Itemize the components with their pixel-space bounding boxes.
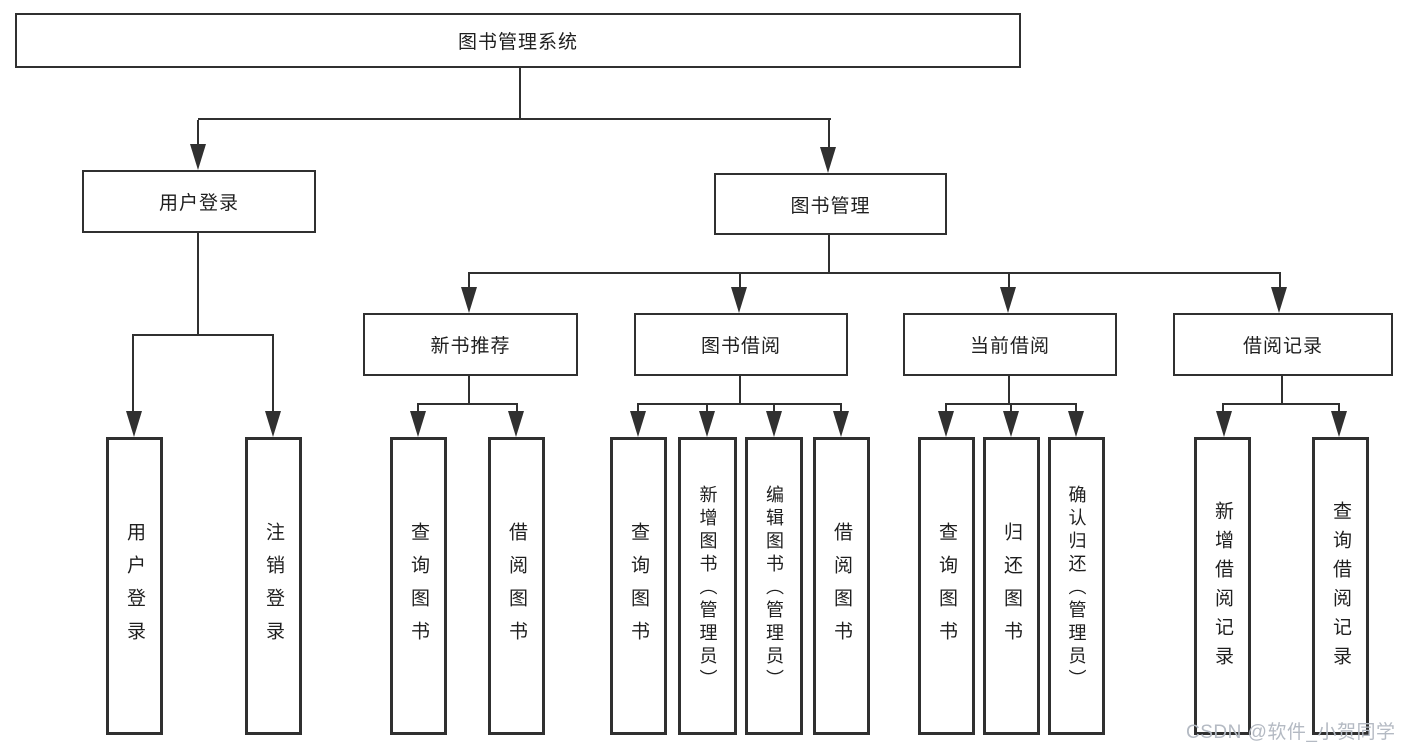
connector-line: [516, 405, 518, 414]
connector-line: [519, 68, 521, 119]
connector-arrow: [1000, 287, 1016, 313]
connector-arrow: [190, 144, 206, 170]
node-label: 新书推荐: [430, 336, 511, 357]
leaf-query-books-recommend: 查询图书: [390, 437, 447, 735]
connector-arrow: [265, 411, 281, 437]
node-book-borrow: 图书借阅: [634, 313, 848, 376]
connector-arrow: [731, 287, 747, 313]
connector-line: [198, 118, 831, 120]
connector-arrow: [833, 411, 849, 437]
node-user-login: 用户登录: [82, 170, 316, 233]
connector-arrow: [410, 411, 426, 437]
leaf-add-borrow-record: 新增借阅记录: [1194, 437, 1251, 735]
leaf-label: 查询借阅记录: [1330, 501, 1351, 675]
leaf-query-books-current: 查询图书: [918, 437, 975, 735]
connector-arrow: [1271, 287, 1287, 313]
connector-line: [945, 405, 947, 414]
connector-arrow: [1331, 411, 1347, 437]
connector-line: [1008, 274, 1010, 290]
connector-line: [739, 274, 741, 290]
leaf-label: 借阅图书: [831, 522, 852, 654]
connector-line: [468, 376, 470, 405]
connector-line: [1222, 405, 1224, 414]
connector-arrow: [766, 411, 782, 437]
connector-arrow: [1216, 411, 1232, 437]
node-label: 图书管理: [790, 195, 871, 217]
connector-line: [1075, 405, 1077, 414]
leaf-label: 用户登录: [124, 522, 145, 654]
leaf-label: 借阅图书: [506, 522, 527, 654]
connector-line: [468, 274, 470, 290]
leaf-label: 新增借阅记录: [1212, 501, 1233, 675]
connector-line: [706, 405, 708, 414]
leaf-logout: 注销登录: [245, 437, 302, 735]
node-current-borrow: 当前借阅: [903, 313, 1117, 376]
connector-line: [637, 403, 842, 405]
connector-line: [773, 405, 775, 414]
leaf-label: 新增图书（管理员）: [697, 484, 718, 692]
connector-arrow: [461, 287, 477, 313]
connector-line: [1010, 405, 1012, 414]
connector-line: [417, 403, 518, 405]
connector-line: [1008, 376, 1010, 405]
leaf-label: 归还图书: [1001, 522, 1022, 654]
leaf-label: 查询图书: [628, 522, 649, 654]
leaf-label: 确认归还（管理员）: [1066, 484, 1087, 692]
connector-arrow: [508, 411, 524, 437]
node-label: 借阅记录: [1242, 336, 1323, 357]
connector-line: [197, 233, 199, 336]
connector-line: [1222, 403, 1340, 405]
connector-line: [637, 405, 639, 414]
watermark: CSDN @软件_小贺同学: [1186, 722, 1396, 743]
node-label: 当前借阅: [969, 336, 1050, 357]
connector-line: [1281, 376, 1283, 405]
connector-line: [840, 405, 842, 414]
connector-arrow: [630, 411, 646, 437]
connector-line: [197, 120, 199, 148]
leaf-label: 查询图书: [936, 522, 957, 654]
connector-arrow: [1068, 411, 1084, 437]
connector-line: [272, 336, 274, 414]
connector-arrow: [126, 411, 142, 437]
connector-arrow: [1003, 411, 1019, 437]
leaf-label: 编辑图书（管理员）: [764, 484, 784, 692]
leaf-borrow-books-recommend: 借阅图书: [488, 437, 545, 735]
leaf-edit-books-admin: 编辑图书（管理员）: [745, 437, 803, 735]
connector-line: [828, 235, 830, 274]
node-borrow-records: 借阅记录: [1173, 313, 1393, 376]
leaf-return-books: 归还图书: [983, 437, 1040, 735]
connector-line: [828, 120, 830, 150]
connector-line: [132, 334, 274, 336]
connector-line: [1338, 405, 1340, 414]
connector-arrow: [820, 147, 836, 173]
connector-arrow: [938, 411, 954, 437]
connector-line: [1279, 274, 1281, 290]
leaf-label: 查询图书: [408, 522, 429, 654]
node-label: 图书管理系统: [457, 32, 578, 53]
node-label: 图书借阅: [700, 336, 781, 357]
connector-line: [739, 376, 741, 405]
leaf-confirm-return-admin: 确认归还（管理员）: [1048, 437, 1105, 735]
connector-line: [417, 405, 419, 414]
connector-line: [132, 336, 134, 414]
node-label: 用户登录: [158, 193, 239, 214]
leaf-borrow-books: 借阅图书: [813, 437, 870, 735]
connector-line: [945, 403, 1077, 405]
leaf-query-borrow-record: 查询借阅记录: [1312, 437, 1369, 735]
node-new-book-recommend: 新书推荐: [363, 313, 578, 376]
leaf-label: 注销登录: [263, 522, 284, 654]
leaf-query-books-borrow: 查询图书: [610, 437, 667, 735]
leaf-add-books-admin: 新增图书（管理员）: [678, 437, 737, 735]
connector-arrow: [699, 411, 715, 437]
connector-line: [468, 272, 1281, 274]
leaf-user-login: 用户登录: [106, 437, 163, 735]
node-library-management-system: 图书管理系统: [15, 13, 1021, 68]
node-book-management: 图书管理: [714, 173, 947, 235]
